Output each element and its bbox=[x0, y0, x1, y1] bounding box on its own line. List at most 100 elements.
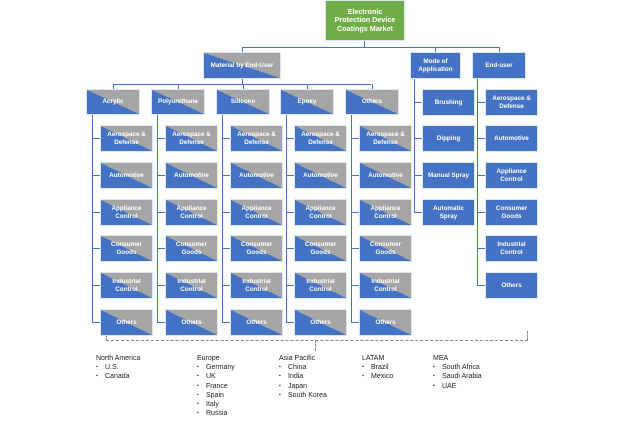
region-name: Asia Pacific bbox=[279, 355, 316, 362]
connector bbox=[414, 175, 422, 176]
region-name: Europe bbox=[197, 355, 220, 362]
mode-item: Dipping bbox=[422, 125, 475, 152]
connector bbox=[157, 322, 165, 323]
region-bracket-tick bbox=[315, 340, 316, 351]
material-end-use: Appliance Control bbox=[294, 199, 347, 226]
country-item: U.S. bbox=[96, 363, 140, 372]
connector bbox=[364, 41, 365, 47]
end_user-item: Others bbox=[485, 272, 538, 299]
country-item: Saudi Arabia bbox=[433, 372, 482, 381]
country-item: Mexico bbox=[362, 372, 393, 381]
segment-material-by-end-user: Material by End-User bbox=[203, 52, 281, 79]
region-name: LATAM bbox=[362, 355, 385, 362]
connector bbox=[477, 285, 485, 286]
connector bbox=[477, 212, 485, 213]
connector bbox=[286, 322, 294, 323]
connector bbox=[286, 285, 294, 286]
country-item: India bbox=[279, 372, 327, 381]
connector bbox=[222, 248, 230, 249]
material-end-use: Appliance Control bbox=[100, 199, 153, 226]
material-end-use: Consumer Goods bbox=[359, 235, 412, 262]
mode-item: Manual Spray bbox=[422, 162, 475, 189]
connector bbox=[414, 138, 422, 139]
region-name: North America bbox=[96, 355, 141, 362]
connector bbox=[92, 248, 100, 249]
connector bbox=[157, 285, 165, 286]
material-end-use: Others bbox=[165, 309, 218, 336]
material-3: Epoxy bbox=[280, 89, 334, 115]
connector bbox=[477, 79, 478, 285]
connector bbox=[222, 285, 230, 286]
connector bbox=[222, 115, 223, 322]
connector bbox=[477, 102, 485, 103]
end_user-item: Appliance Control bbox=[485, 162, 538, 189]
material-4: Others bbox=[345, 89, 399, 115]
connector bbox=[414, 212, 422, 213]
connector bbox=[477, 138, 485, 139]
country-item: South Africa bbox=[433, 363, 482, 372]
material-end-use: Industrial Control bbox=[230, 272, 283, 299]
material-end-use: Consumer Goods bbox=[230, 235, 283, 262]
segment-end-user: End-user bbox=[472, 52, 526, 79]
connector bbox=[351, 115, 352, 322]
material-end-use: Others bbox=[294, 309, 347, 336]
connector bbox=[351, 285, 359, 286]
country-list: ChinaIndiaJapanSouth Korea bbox=[279, 363, 327, 400]
material-end-use: Industrial Control bbox=[165, 272, 218, 299]
material-end-use: Others bbox=[359, 309, 412, 336]
connector bbox=[414, 79, 415, 212]
material-end-use: Automotive bbox=[230, 162, 283, 189]
connector bbox=[477, 175, 485, 176]
mode-item: Brushing bbox=[422, 89, 475, 116]
material-1: Polyurethane bbox=[151, 89, 205, 115]
material-end-use: Industrial Control bbox=[100, 272, 153, 299]
connector bbox=[286, 175, 294, 176]
end_user-item: Consumer Goods bbox=[485, 199, 538, 226]
connector bbox=[222, 322, 230, 323]
material-end-use: Consumer Goods bbox=[100, 235, 153, 262]
connector bbox=[113, 84, 114, 89]
root-node: Electronic Protection Device Coatings Ma… bbox=[325, 0, 405, 41]
connector bbox=[414, 102, 422, 103]
connector bbox=[351, 175, 359, 176]
country-list: U.S.Canada bbox=[96, 363, 140, 382]
connector bbox=[286, 115, 287, 322]
material-end-use: Appliance Control bbox=[165, 199, 218, 226]
connector bbox=[92, 138, 100, 139]
connector bbox=[286, 138, 294, 139]
material-end-use: Aerospace & Defense bbox=[359, 125, 412, 152]
country-item: France bbox=[197, 382, 235, 391]
end_user-item: Aerospace & Defense bbox=[485, 89, 538, 116]
connector bbox=[92, 322, 100, 323]
material-end-use: Automotive bbox=[359, 162, 412, 189]
connector bbox=[499, 47, 500, 52]
material-2: Silicone bbox=[216, 89, 270, 115]
material-end-use: Aerospace & Defense bbox=[230, 125, 283, 152]
connector bbox=[351, 138, 359, 139]
country-item: Brazil bbox=[362, 363, 393, 372]
country-item: South Korea bbox=[279, 391, 327, 400]
connector bbox=[113, 84, 371, 85]
region-3: LATAMBrazilMexico bbox=[362, 354, 393, 382]
connector bbox=[286, 248, 294, 249]
connector bbox=[157, 212, 165, 213]
connector bbox=[307, 84, 308, 89]
country-item: China bbox=[279, 363, 327, 372]
country-item: Germany bbox=[197, 363, 235, 372]
mode-item: Automatic Spray bbox=[422, 199, 475, 226]
country-item: Russia bbox=[197, 409, 235, 418]
connector bbox=[372, 84, 373, 89]
material-end-use: Others bbox=[230, 309, 283, 336]
connector bbox=[92, 175, 100, 176]
connector bbox=[157, 175, 165, 176]
connector bbox=[242, 47, 500, 48]
region-1: EuropeGermanyUKFranceSpainItalyRussia bbox=[197, 354, 235, 419]
material-end-use: Automotive bbox=[165, 162, 218, 189]
connector bbox=[157, 138, 165, 139]
end_user-item: Automotive bbox=[485, 125, 538, 152]
connector bbox=[92, 115, 93, 322]
region-2: Asia PacificChinaIndiaJapanSouth Korea bbox=[279, 354, 327, 400]
material-end-use: Automotive bbox=[294, 162, 347, 189]
region-0: North AmericaU.S.Canada bbox=[96, 354, 140, 382]
